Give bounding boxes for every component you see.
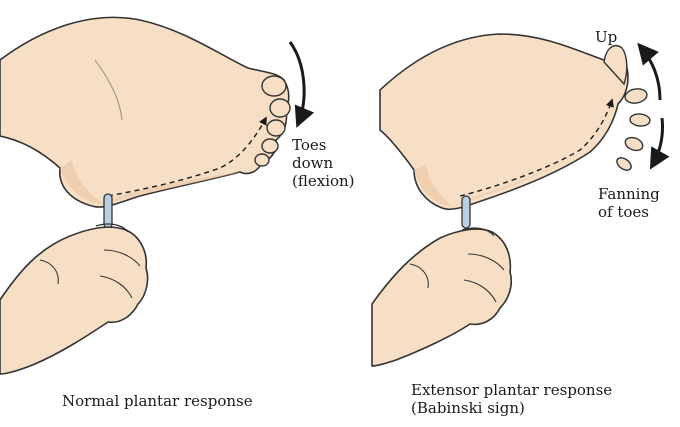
extensor-response-panel	[371, 33, 670, 367]
left-foot	[0, 16, 290, 208]
fanning-line-2: of toes	[598, 203, 649, 221]
fanning-label: Fanning of toes	[598, 185, 660, 221]
toes-down-line-2: down	[292, 154, 334, 172]
right-foot	[379, 33, 629, 211]
left-stroke-path	[107, 116, 267, 197]
toes-down-line-1: Toes	[292, 136, 327, 154]
left-toes	[254, 75, 291, 167]
right-stroke-path	[459, 98, 614, 197]
normal-response-panel	[0, 16, 315, 375]
toes-down-label: Toes down (flexion)	[292, 136, 355, 190]
right-hand	[371, 228, 513, 367]
toes-down-arrow	[288, 41, 315, 128]
up-arrow	[637, 42, 662, 101]
right-big-toe	[603, 44, 628, 86]
extensor-response-caption: Extensor plantar response (Babinski sign…	[411, 381, 612, 417]
normal-response-caption: Normal plantar response	[62, 392, 253, 410]
extensor-caption-line-2: (Babinski sign)	[411, 399, 525, 417]
fanning-arrow	[649, 117, 670, 170]
left-probe	[103, 193, 113, 229]
right-fanned-toes	[616, 88, 651, 171]
fanning-line-1: Fanning	[598, 185, 660, 203]
right-probe	[461, 195, 471, 229]
toes-down-line-3: (flexion)	[292, 172, 355, 190]
extensor-caption-line-1: Extensor plantar response	[411, 381, 613, 399]
left-hand	[0, 226, 149, 375]
up-label: Up	[595, 28, 618, 46]
